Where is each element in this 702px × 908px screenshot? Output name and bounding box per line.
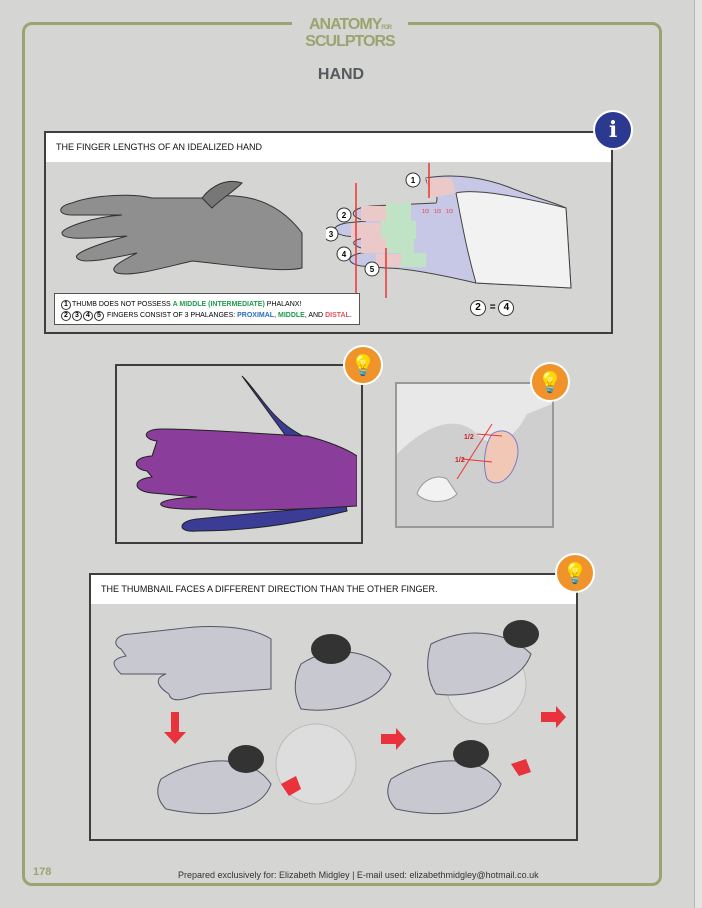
fraction-label: 1/3: [446, 209, 453, 215]
page-number: 178: [33, 866, 52, 878]
hand-silhouette-illustration: [135, 375, 357, 532]
finger-number: 1: [411, 176, 416, 185]
finger-number: 2: [342, 211, 347, 220]
finger-number: 4: [342, 250, 347, 259]
realistic-hand-illustration: [60, 180, 303, 275]
footer-text: Prepared exclusively for: Elizabeth Midg…: [178, 870, 539, 880]
thumb-photo-illustration: 1/2 1/2: [397, 404, 552, 526]
diagram-hand-illustration: 1/3 1/3 1/3 1 2 3 4 5: [326, 163, 572, 298]
logo: ANATOMYFOR SCULPTORS: [292, 17, 408, 52]
finger-number: 5: [370, 265, 375, 274]
page-title: HAND: [317, 66, 365, 83]
lightbulb-icon: 💡: [530, 362, 570, 402]
lightbulb-icon: 💡: [343, 345, 383, 385]
thumbnail-direction-panel: THE THUMBNAIL FACES A DIFFERENT DIRECTIO…: [89, 573, 578, 841]
half-label: 1/2: [455, 457, 465, 464]
panel-header: THE FINGER LENGTHS OF AN IDEALIZED HAND: [46, 133, 611, 162]
lightbulb-icon: 💡: [555, 553, 595, 593]
finger-number: 3: [329, 230, 334, 239]
3d-hand-models-illustration: [113, 620, 566, 815]
half-label: 1/2: [464, 434, 474, 441]
page-edge: [694, 0, 702, 908]
finger-lengths-panel: THE FINGER LENGTHS OF AN IDEALIZED HAND …: [44, 131, 613, 334]
fraction-label: 1/3: [422, 209, 429, 215]
finger-equation: 2 = 4: [470, 300, 515, 316]
info-icon: i: [593, 110, 633, 150]
fraction-label: 1/3: [434, 209, 441, 215]
panel-header: THE THUMBNAIL FACES A DIFFERENT DIRECTIO…: [91, 575, 576, 604]
hand-silhouette-panel: [115, 364, 363, 544]
thumb-photo-panel: 1/2 1/2: [395, 382, 554, 528]
